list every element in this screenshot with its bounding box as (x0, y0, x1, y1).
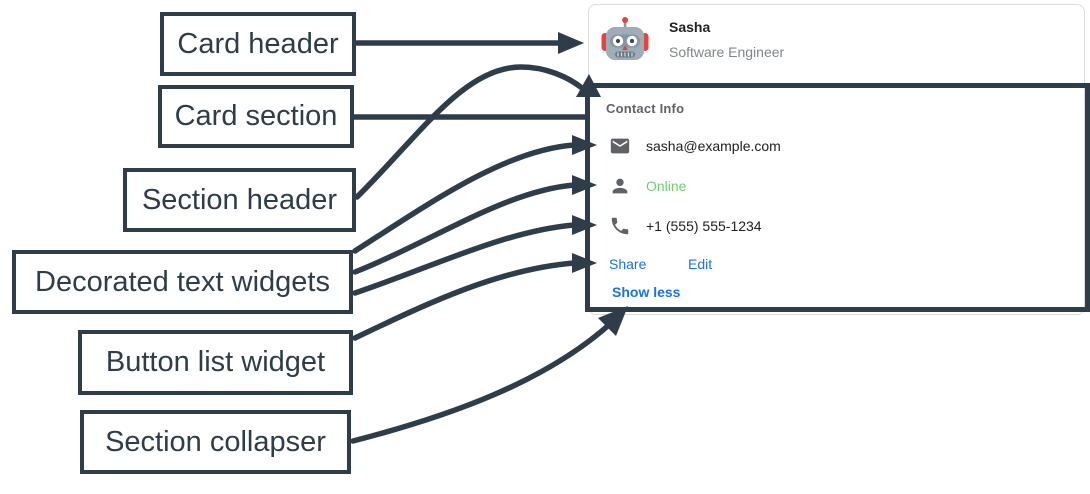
section-header: Contact Info (606, 101, 685, 116)
label-section-header: Section header (123, 168, 356, 232)
label-section-collapser: Section collapser (80, 410, 351, 474)
robot-avatar-icon (601, 17, 649, 60)
card-subtitle: Software Engineer (669, 43, 785, 60)
arrow-decorated-online (352, 175, 597, 275)
label-card-header: Card header (160, 12, 356, 76)
label-text: Section header (141, 183, 338, 216)
arrow-section-header (354, 64, 601, 200)
decorated-text-phone: +1 (555) 555-1234 (609, 215, 762, 237)
button-list-widget: Share Edit (589, 256, 1084, 274)
label-card-section: Card section (158, 85, 354, 148)
arrow-card-header (354, 32, 584, 54)
arrow-section-collapser (350, 306, 628, 444)
decorated-text-status: Online (609, 175, 686, 197)
contact-card: Sasha Software Engineer Contact Info sas… (588, 4, 1085, 315)
email-icon (610, 138, 630, 154)
label-text: Button list widget (105, 346, 326, 378)
status-text: Online (646, 178, 687, 194)
edit-button[interactable]: Edit (688, 256, 713, 272)
label-text: Decorated text widgets (35, 265, 330, 298)
arrow-decorated-phone (352, 215, 597, 296)
arrow-decorated-email (352, 135, 597, 254)
person-icon (612, 178, 628, 194)
arrow-button-list (352, 253, 597, 341)
label-decorated-text-widgets: Decorated text widgets (12, 250, 353, 314)
label-text: Card header (177, 27, 339, 60)
phone-icon (611, 217, 629, 235)
email-text: sasha@example.com (646, 138, 781, 154)
card-title: Sasha (669, 18, 711, 35)
label-button-list-widget: Button list widget (78, 330, 353, 395)
label-text: Card section (174, 100, 338, 132)
label-text: Section collapser (105, 425, 326, 458)
decorated-text-email: sasha@example.com (609, 135, 781, 157)
card-header: Sasha Software Engineer (601, 15, 784, 63)
card-header-text: Sasha Software Engineer (669, 18, 784, 61)
phone-text: +1 (555) 555-1234 (646, 218, 762, 234)
section-collapser-button[interactable]: Show less (612, 284, 681, 300)
share-button[interactable]: Share (609, 256, 647, 272)
